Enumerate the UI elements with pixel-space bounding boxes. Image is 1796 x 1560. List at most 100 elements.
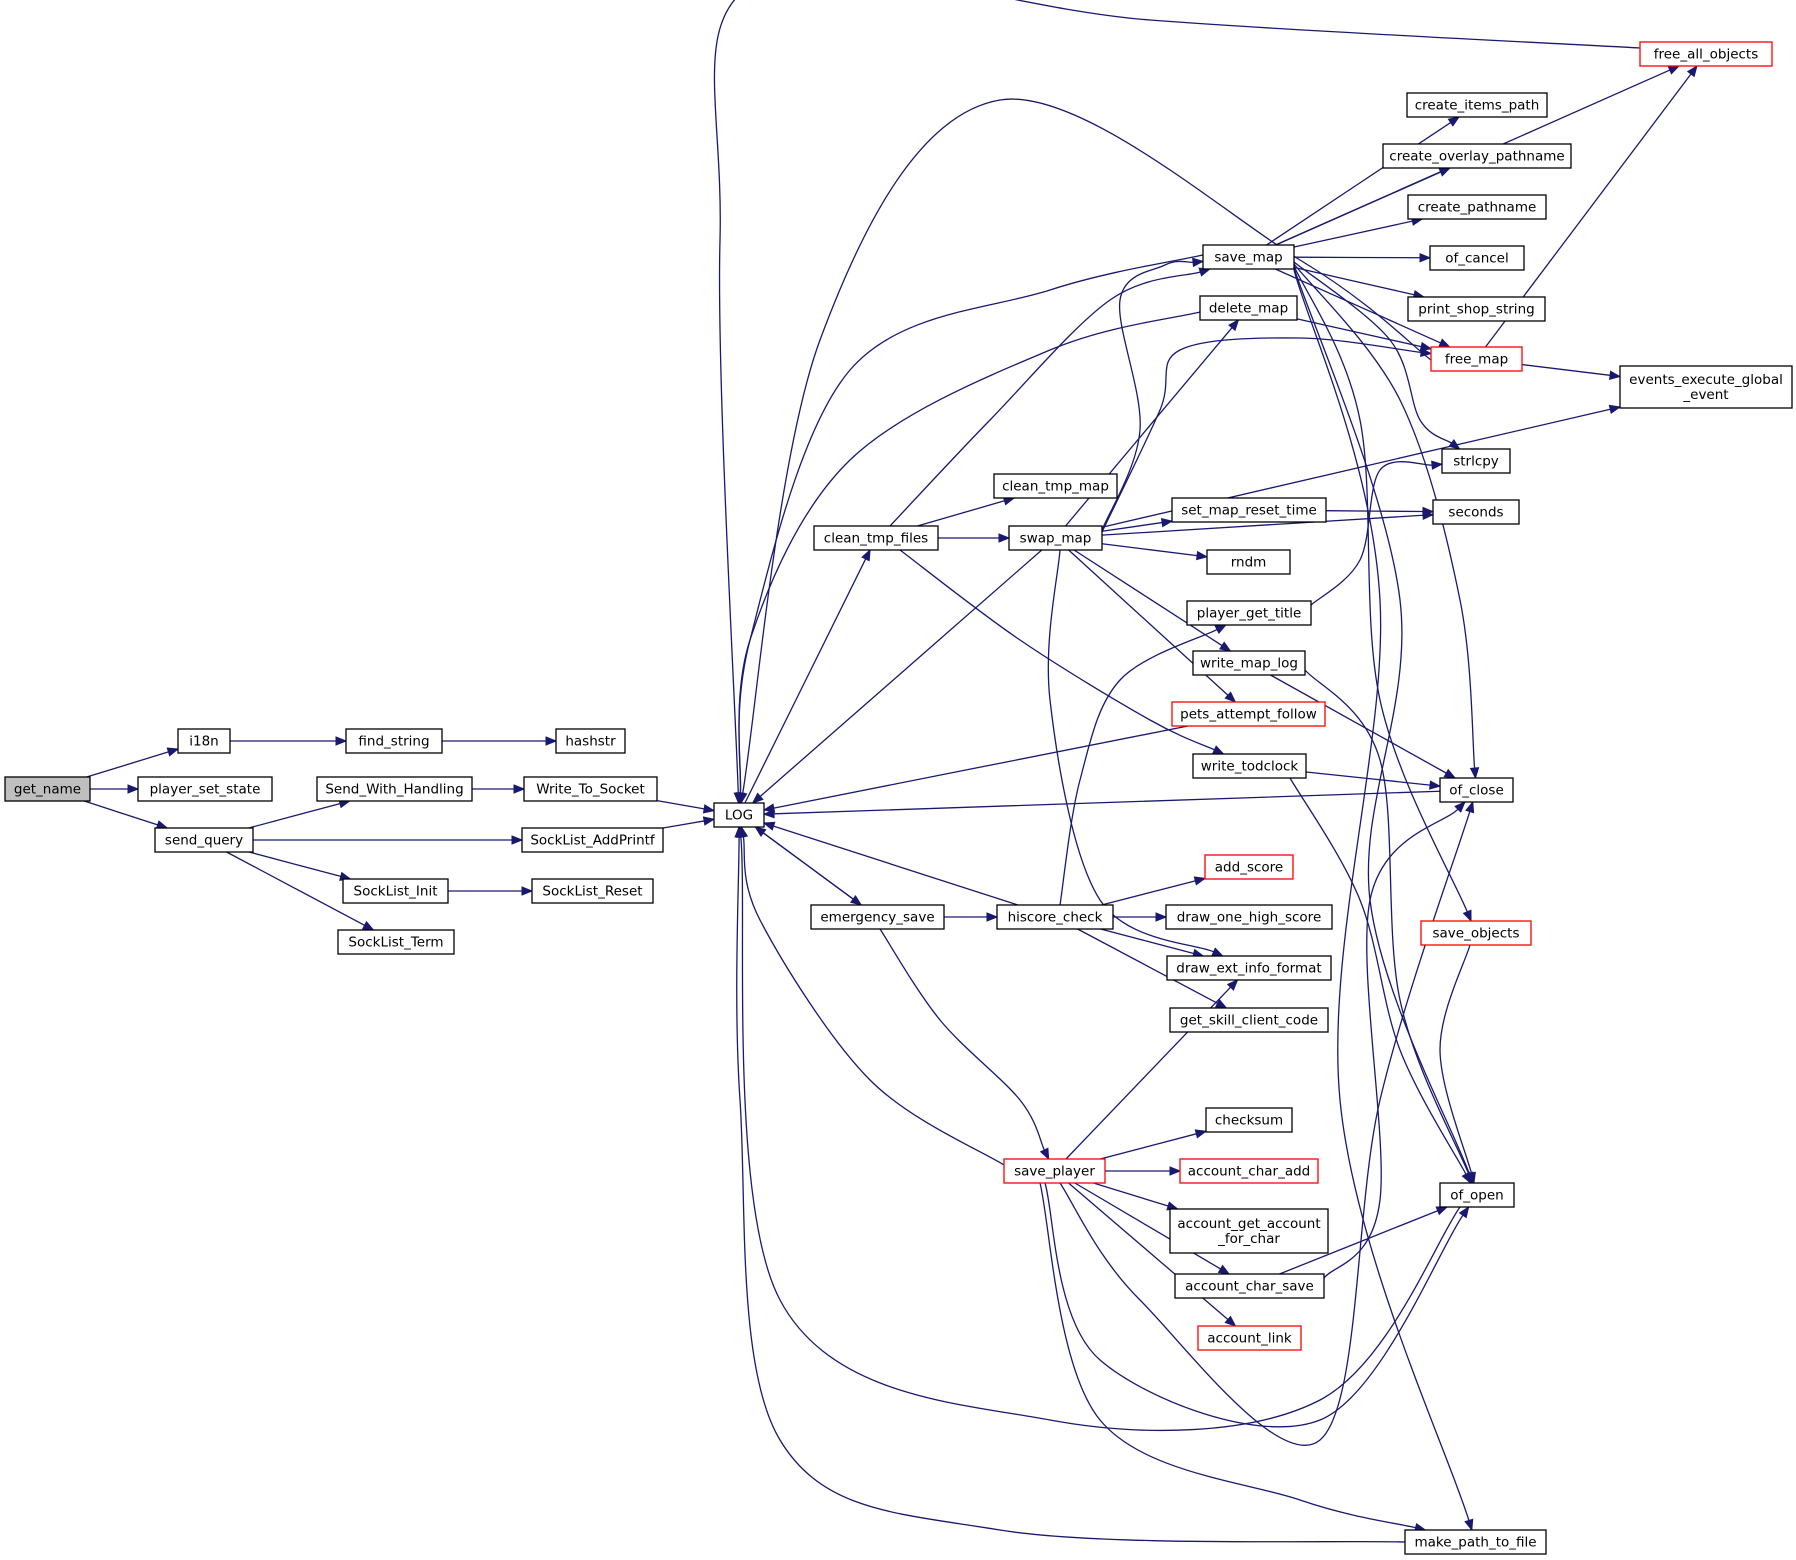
node-box[interactable] bbox=[1171, 497, 1327, 523]
node-box[interactable] bbox=[1199, 295, 1298, 321]
node-box[interactable] bbox=[1407, 296, 1546, 322]
node-box[interactable] bbox=[810, 904, 945, 930]
node-i18n[interactable]: i18n bbox=[177, 728, 231, 754]
node-account_char_save[interactable]: account_char_save bbox=[1174, 1273, 1325, 1299]
node-free_map[interactable]: free_map bbox=[1430, 346, 1523, 372]
node-of_close[interactable]: of_close bbox=[1439, 777, 1514, 803]
node-box[interactable] bbox=[1192, 753, 1307, 779]
node-get_name[interactable]: get_name bbox=[4, 776, 91, 802]
node-box[interactable] bbox=[1192, 650, 1306, 676]
node-player_set_state[interactable]: player_set_state bbox=[137, 776, 273, 802]
node-account_get_account_for_char[interactable]: account_get_account_for_char bbox=[1169, 1208, 1329, 1254]
node-box[interactable] bbox=[1008, 525, 1103, 551]
node-box[interactable] bbox=[1206, 549, 1291, 575]
node-player_get_title[interactable]: player_get_title bbox=[1186, 600, 1312, 626]
node-box[interactable] bbox=[177, 728, 231, 754]
node-draw_ext_info_format[interactable]: draw_ext_info_format bbox=[1166, 955, 1332, 981]
node-box[interactable] bbox=[813, 525, 939, 551]
node-find_string[interactable]: find_string bbox=[345, 728, 443, 754]
node-hashstr[interactable]: hashstr bbox=[555, 728, 626, 754]
node-box[interactable] bbox=[531, 878, 654, 904]
node-box[interactable] bbox=[342, 878, 449, 904]
node-box[interactable] bbox=[523, 776, 658, 802]
node-set_map_reset_time[interactable]: set_map_reset_time bbox=[1171, 497, 1327, 523]
node-make_path_to_file[interactable]: make_path_to_file bbox=[1404, 1529, 1547, 1555]
node-box[interactable] bbox=[1441, 448, 1511, 474]
node-send_query[interactable]: send_query bbox=[154, 827, 254, 853]
node-box[interactable] bbox=[1382, 143, 1572, 169]
node-swap_map[interactable]: swap_map bbox=[1008, 525, 1103, 551]
node-SockList_Reset[interactable]: SockList_Reset bbox=[531, 878, 654, 904]
node-of_cancel[interactable]: of_cancel bbox=[1429, 245, 1525, 271]
node-account_link[interactable]: account_link bbox=[1197, 1325, 1302, 1351]
node-save_objects[interactable]: save_objects bbox=[1420, 920, 1532, 946]
node-box[interactable] bbox=[345, 728, 443, 754]
node-LOG[interactable]: LOG bbox=[713, 802, 765, 828]
node-create_overlay_pathname[interactable]: create_overlay_pathname bbox=[1382, 143, 1572, 169]
node-clean_tmp_map[interactable]: clean_tmp_map bbox=[993, 473, 1118, 499]
node-box[interactable] bbox=[1202, 244, 1295, 270]
node-box[interactable] bbox=[1429, 245, 1525, 271]
node-save_map[interactable]: save_map bbox=[1202, 244, 1295, 270]
node-draw_one_high_score[interactable]: draw_one_high_score bbox=[1165, 904, 1333, 930]
node-box[interactable] bbox=[1171, 701, 1326, 727]
node-emergency_save[interactable]: emergency_save bbox=[810, 904, 945, 930]
node-save_player[interactable]: save_player bbox=[1003, 1158, 1106, 1184]
node-get_skill_client_code[interactable]: get_skill_client_code bbox=[1169, 1007, 1329, 1033]
node-SockList_Term[interactable]: SockList_Term bbox=[337, 929, 455, 955]
node-box[interactable] bbox=[1619, 365, 1793, 409]
node-box[interactable] bbox=[1169, 1208, 1329, 1254]
node-box[interactable] bbox=[521, 827, 664, 853]
node-box[interactable] bbox=[1204, 854, 1294, 880]
node-box[interactable] bbox=[713, 802, 765, 828]
node-Send_With_Handling[interactable]: Send_With_Handling bbox=[316, 776, 473, 802]
node-box[interactable] bbox=[1205, 1107, 1293, 1133]
node-box[interactable] bbox=[1186, 600, 1312, 626]
node-create_items_path[interactable]: create_items_path bbox=[1406, 92, 1548, 118]
node-box[interactable] bbox=[1165, 904, 1333, 930]
node-box[interactable] bbox=[154, 827, 254, 853]
node-box[interactable] bbox=[993, 473, 1118, 499]
node-write_map_log[interactable]: write_map_log bbox=[1192, 650, 1306, 676]
node-box[interactable] bbox=[1439, 1182, 1515, 1208]
node-strlcpy[interactable]: strlcpy bbox=[1441, 448, 1511, 474]
node-checksum[interactable]: checksum bbox=[1205, 1107, 1293, 1133]
node-Write_To_Socket[interactable]: Write_To_Socket bbox=[523, 776, 658, 802]
node-SockList_AddPrintf[interactable]: SockList_AddPrintf bbox=[521, 827, 664, 853]
node-hiscore_check[interactable]: hiscore_check bbox=[996, 904, 1114, 930]
node-print_shop_string[interactable]: print_shop_string bbox=[1407, 296, 1546, 322]
node-box[interactable] bbox=[137, 776, 273, 802]
node-box[interactable] bbox=[337, 929, 455, 955]
node-box[interactable] bbox=[1169, 1007, 1329, 1033]
node-add_score[interactable]: add_score bbox=[1204, 854, 1294, 880]
node-create_pathname[interactable]: create_pathname bbox=[1407, 194, 1547, 220]
node-clean_tmp_files[interactable]: clean_tmp_files bbox=[813, 525, 939, 551]
node-box[interactable] bbox=[1166, 955, 1332, 981]
node-box[interactable] bbox=[4, 776, 91, 802]
node-box[interactable] bbox=[316, 776, 473, 802]
node-box[interactable] bbox=[1439, 777, 1514, 803]
node-box[interactable] bbox=[1174, 1273, 1325, 1299]
node-box[interactable] bbox=[1407, 194, 1547, 220]
node-box[interactable] bbox=[1197, 1325, 1302, 1351]
node-SockList_Init[interactable]: SockList_Init bbox=[342, 878, 449, 904]
node-box[interactable] bbox=[1639, 41, 1773, 67]
node-box[interactable] bbox=[1179, 1158, 1319, 1184]
node-box[interactable] bbox=[1420, 920, 1532, 946]
node-seconds[interactable]: seconds bbox=[1432, 499, 1520, 525]
node-box[interactable] bbox=[1432, 499, 1520, 525]
node-box[interactable] bbox=[1404, 1529, 1547, 1555]
node-box[interactable] bbox=[1406, 92, 1548, 118]
node-events_execute_global_event[interactable]: events_execute_global_event bbox=[1619, 365, 1793, 409]
node-free_all_objects[interactable]: free_all_objects bbox=[1639, 41, 1773, 67]
node-pets_attempt_follow[interactable]: pets_attempt_follow bbox=[1171, 701, 1326, 727]
node-rndm[interactable]: rndm bbox=[1206, 549, 1291, 575]
node-box[interactable] bbox=[1003, 1158, 1106, 1184]
node-box[interactable] bbox=[555, 728, 626, 754]
node-delete_map[interactable]: delete_map bbox=[1199, 295, 1298, 321]
node-box[interactable] bbox=[1430, 346, 1523, 372]
node-write_todclock[interactable]: write_todclock bbox=[1192, 753, 1307, 779]
node-account_char_add[interactable]: account_char_add bbox=[1179, 1158, 1319, 1184]
node-box[interactable] bbox=[996, 904, 1114, 930]
node-of_open[interactable]: of_open bbox=[1439, 1182, 1515, 1208]
